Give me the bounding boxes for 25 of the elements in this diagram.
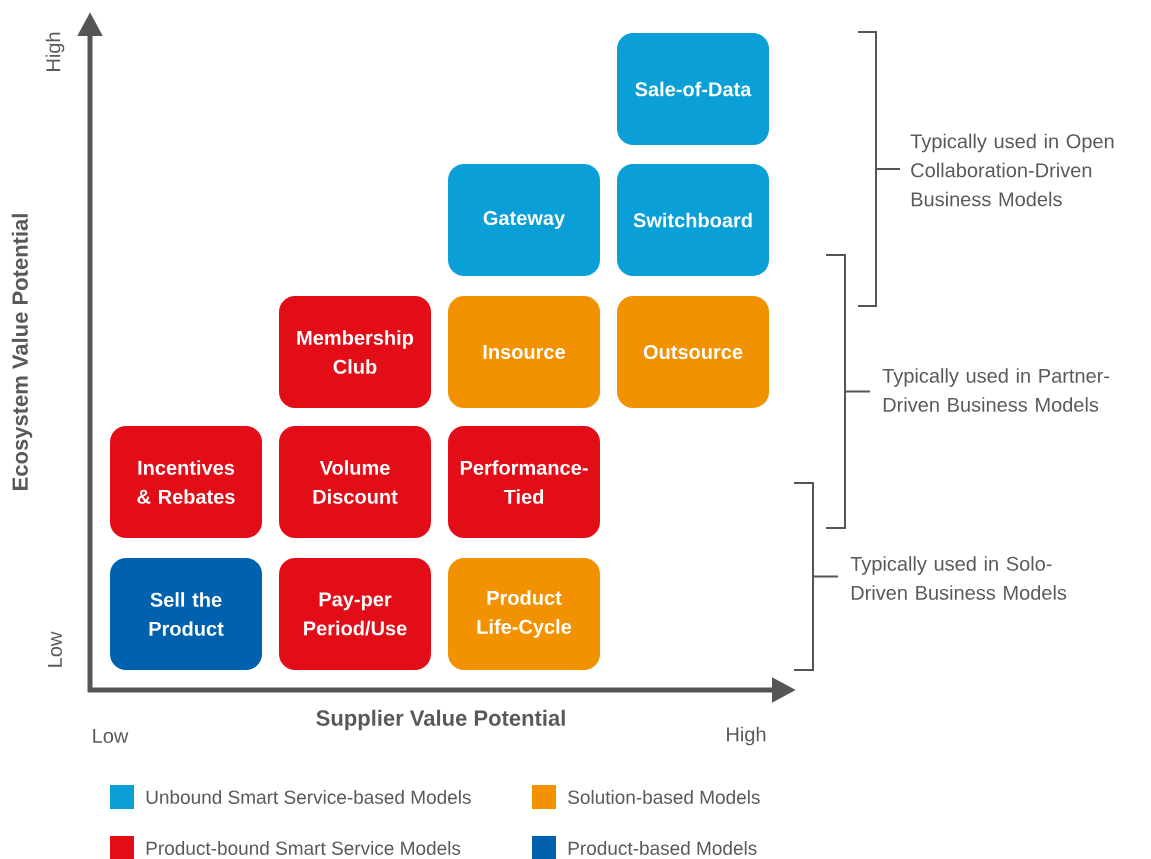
legend-text: Product-based Models — [568, 841, 757, 855]
legend-text: Unbound Smart Service-based Models — [146, 790, 471, 804]
model-box: Membership Club — [279, 296, 431, 408]
model-box: Sell the Product — [110, 558, 262, 670]
axis-end-label: Low — [93, 729, 129, 743]
model-box: Switchboard — [617, 164, 769, 276]
axis-title: Supplier Value Potential — [316, 709, 565, 731]
legend-text: Solution-based Models — [568, 790, 760, 804]
bracket-note: Typically used in Partner-Driven Business Models — [882, 368, 1110, 412]
bracket-note: Typically used in Open Collaboration-Driven Business Models — [910, 133, 1114, 207]
model-box: Insource — [448, 296, 600, 408]
axis-title: Ecosystem Value Potential — [11, 214, 33, 490]
model-box: Outsource — [617, 296, 769, 408]
axis-end-label: Low — [48, 631, 62, 667]
axis-end-label: High — [727, 726, 766, 746]
model-box: Incentives & Rebates — [110, 426, 262, 538]
model-box: Gateway — [448, 164, 600, 276]
model-box: Volume Discount — [279, 426, 431, 538]
legend-text: Product-bound Smart Service Models — [146, 841, 461, 855]
model-box: Performance-Tied — [448, 426, 600, 538]
axis-end-label: High — [45, 32, 65, 71]
model-box: Sale-of-Data — [617, 33, 769, 145]
model-box: Product Life-Cycle — [448, 558, 600, 670]
bracket-note: Typically used in Solo-Driven Business Models — [850, 556, 1067, 600]
model-box: Pay-per Period/Use — [279, 558, 431, 670]
